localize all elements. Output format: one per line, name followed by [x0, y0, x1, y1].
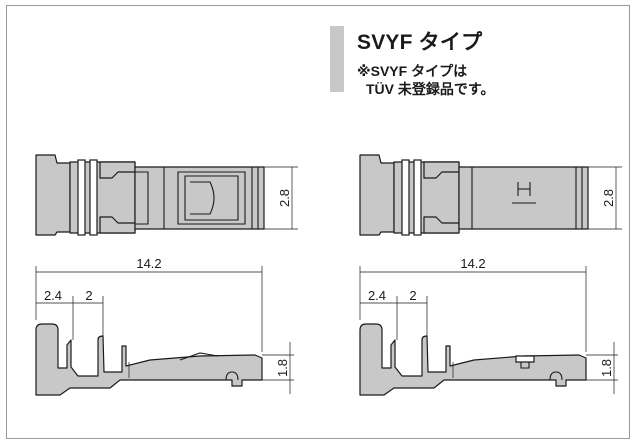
dim-right-top-height: 2.8	[601, 189, 616, 207]
dim-right-length: 14.2	[460, 256, 485, 271]
tuv-note-line2: TÜV 未登録品です。	[366, 81, 495, 97]
right-side-height-dim: 1.8	[586, 342, 618, 394]
dim-left-2: 2	[85, 288, 92, 303]
left-side-view	[35, 323, 263, 396]
right-side-view	[359, 323, 587, 396]
dim-left-2-4: 2.4	[44, 288, 62, 303]
drawing-frame	[6, 5, 630, 439]
right-top-view	[359, 154, 589, 236]
heading-accent-bar	[330, 26, 344, 92]
dim-left-top-height: 2.8	[277, 189, 292, 207]
left-side-length-dim: 14.2	[35, 256, 263, 352]
right-side-length-dim: 14.2	[359, 256, 587, 352]
dim-left-side-height: 1.8	[275, 359, 290, 377]
type-title: SVYF タイプ	[357, 31, 483, 54]
left-top-view	[35, 154, 265, 236]
dim-right-2-4: 2.4	[368, 288, 386, 303]
dim-left-length: 14.2	[136, 256, 161, 271]
left-side-height-dim: 1.8	[262, 342, 294, 394]
tuv-note-line1: ※SVYF タイプは	[357, 63, 468, 79]
dim-right-side-height: 1.8	[599, 359, 614, 377]
left-top-height-dim: 2.8	[262, 166, 298, 230]
dim-right-2: 2	[409, 288, 416, 303]
right-side-detail-dims: 2.4 2	[360, 288, 428, 340]
left-side-detail-dims: 2.4 2	[36, 288, 104, 340]
right-top-height-dim: 2.8	[588, 166, 622, 230]
